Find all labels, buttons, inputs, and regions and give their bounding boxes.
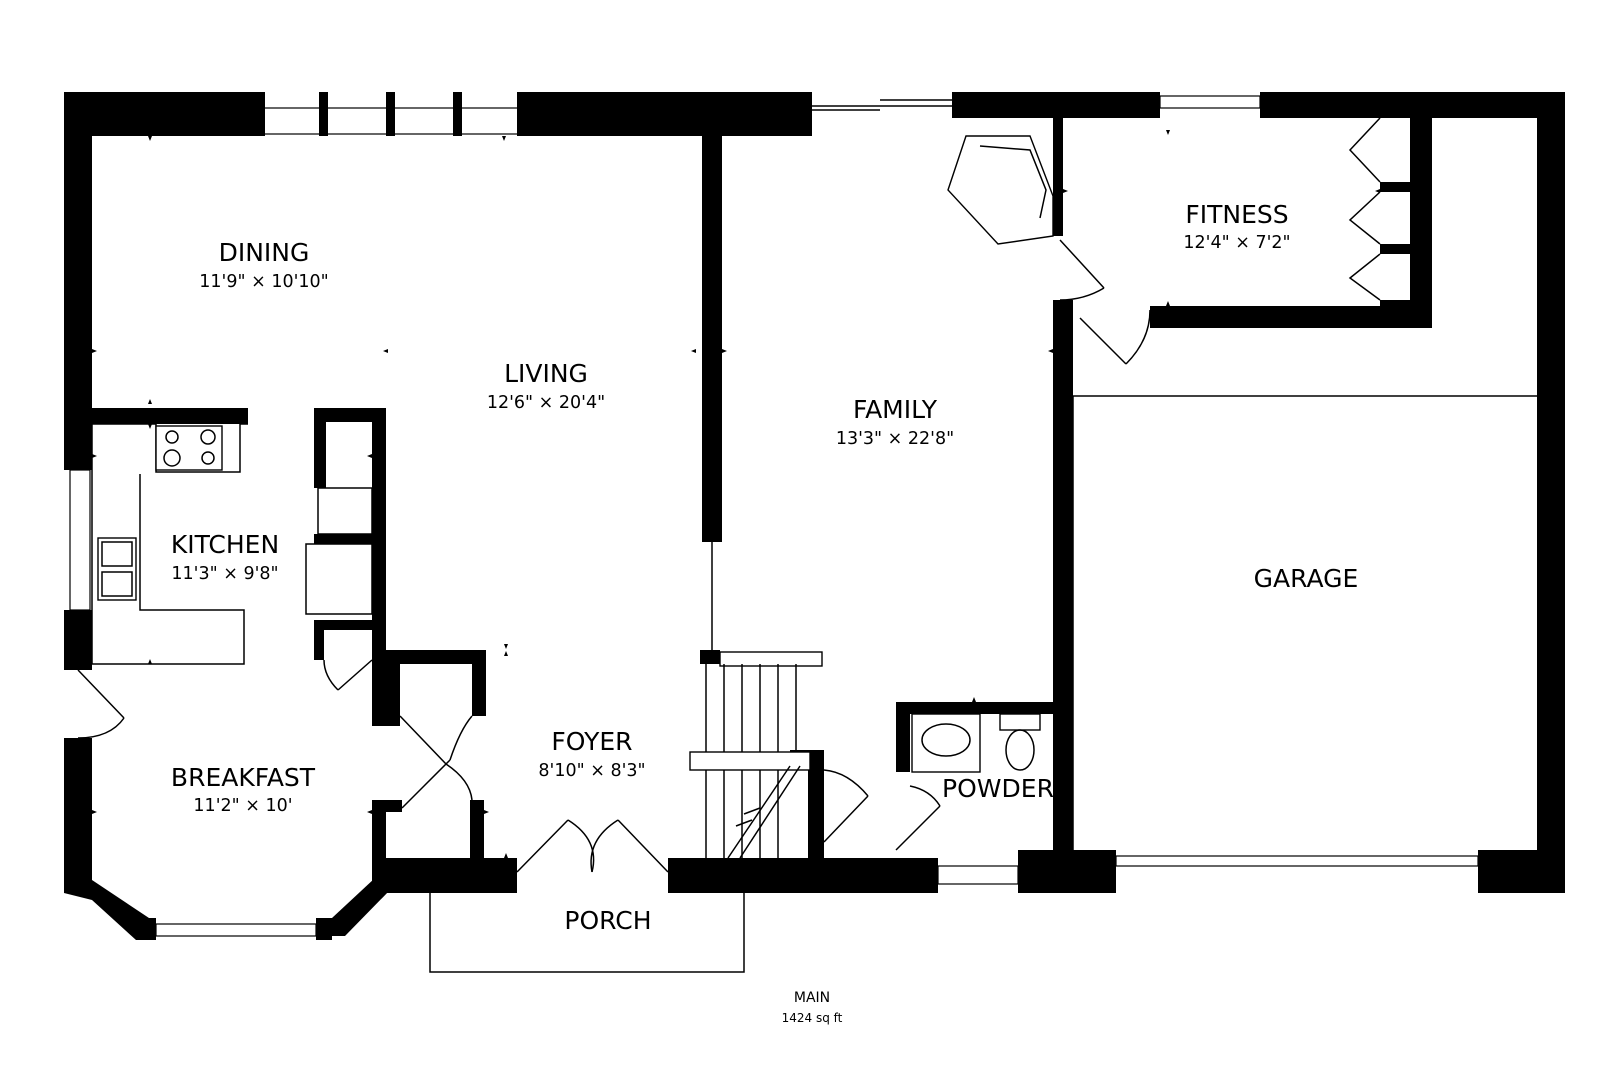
- interior-walls: [92, 118, 1537, 860]
- sink-icon: [97, 537, 137, 601]
- floor-name: MAIN: [794, 990, 830, 1006]
- toilet-icon: [999, 713, 1041, 731]
- living-dimensions: 12'6" × 20'4": [487, 393, 605, 413]
- family-dimensions: 13'3" × 22'8": [836, 429, 954, 449]
- fixtures: [91, 135, 1074, 973]
- dining-dimensions: 11'9" × 10'10": [199, 272, 328, 292]
- vanity-icon: [911, 713, 981, 773]
- room-labels: DINING 11'9" × 10'10" LIVING 12'6" × 20'…: [171, 200, 1359, 1025]
- breakfast-dimensions: 11'2" × 10': [193, 796, 292, 816]
- dimension-ticks: [92, 130, 1380, 858]
- fitness-label: FITNESS: [1185, 200, 1288, 229]
- garage-label: GARAGE: [1254, 564, 1359, 593]
- family-label: FAMILY: [853, 395, 938, 424]
- porch-label: PORCH: [564, 906, 651, 935]
- kitchen-label: KITCHEN: [171, 530, 279, 559]
- floor-area: 1424 sq ft: [782, 1011, 843, 1025]
- powder-label: POWDER: [942, 774, 1054, 803]
- fireplace-icon: [947, 135, 1054, 245]
- dining-label: DINING: [219, 238, 310, 267]
- doors: [77, 117, 1381, 873]
- exterior-walls: [64, 92, 1565, 940]
- foyer-dimensions: 8'10" × 8'3": [538, 761, 645, 781]
- breakfast-label: BREAKFAST: [171, 763, 316, 792]
- kitchen-dimensions: 11'3" × 9'8": [171, 564, 278, 584]
- foyer-label: FOYER: [551, 727, 632, 756]
- fitness-dimensions: 12'4" × 7'2": [1183, 233, 1290, 253]
- living-label: LIVING: [504, 359, 588, 388]
